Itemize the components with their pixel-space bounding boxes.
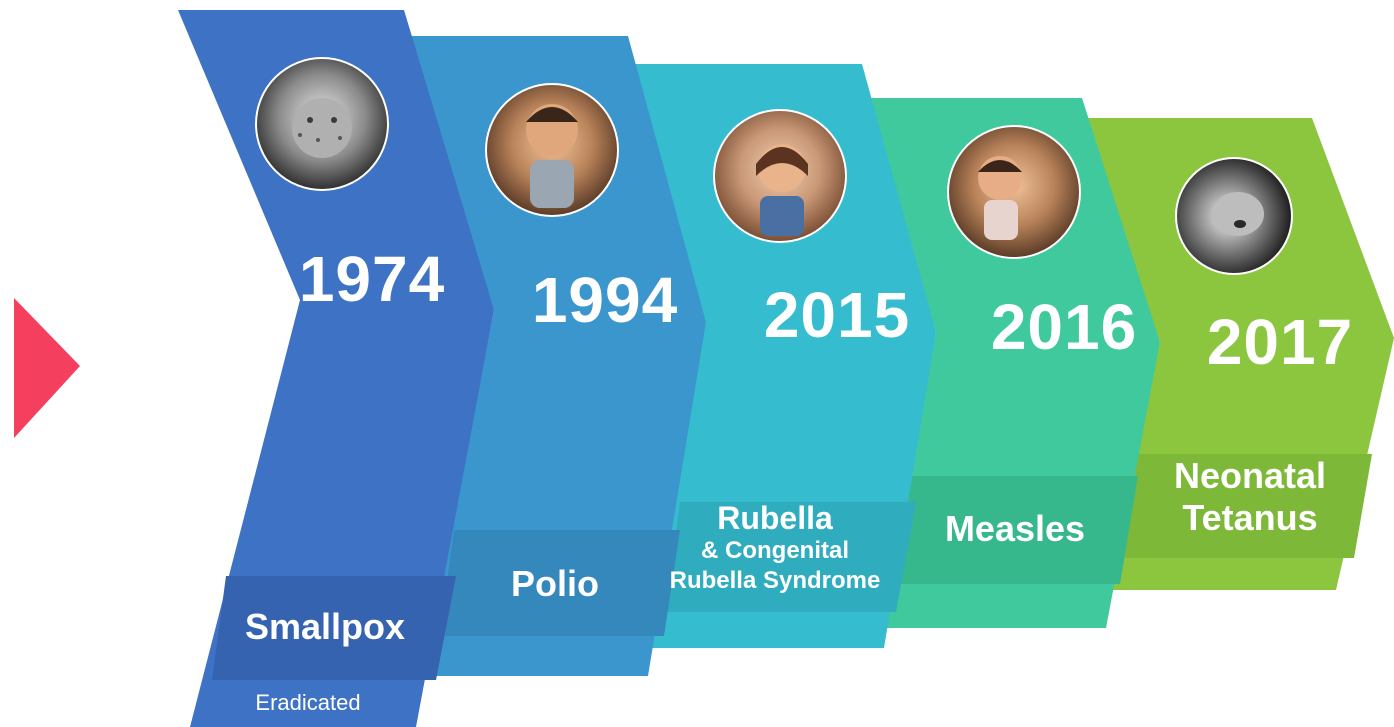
newborn-tetanus-photo [1175, 157, 1293, 275]
disease-rubella-label: Rubella & Congenital Rubella Syndrome [655, 500, 895, 596]
child-polio-photo [485, 83, 619, 217]
child-smallpox-photo [255, 57, 389, 191]
year-1974-label: 1974 [298, 243, 446, 315]
chevron-1974 [178, 10, 494, 727]
eradicated-caption: Eradicated [255, 690, 361, 715]
disease-rubella-line3: Rubella Syndrome [669, 567, 881, 594]
year-2016-label: 2016 [990, 291, 1138, 363]
disease-smallpox-label: Smallpox [244, 606, 406, 647]
disease-rubella-line2: & Congenital [701, 537, 849, 564]
disease-polio-label: Polio [511, 563, 599, 604]
year-2015-label: 2015 [763, 279, 911, 351]
child-measles-photo [947, 125, 1081, 259]
chevron-2017 [1082, 118, 1394, 590]
pointer-arrow-icon [14, 298, 80, 438]
year-2017-label: 2017 [1206, 306, 1354, 378]
chevron-2016 [862, 98, 1160, 628]
disease-measles-label: Measles [944, 508, 1086, 549]
year-1994-label: 1994 [531, 264, 679, 336]
disease-neonatal-line2: Tetanus [1182, 497, 1318, 538]
chevron-1994 [404, 36, 706, 676]
disease-rubella-line1: Rubella [717, 500, 833, 536]
chevron-2015 [628, 64, 936, 648]
disease-neonatal-tetanus-label: Neonatal Tetanus [1140, 455, 1360, 539]
child-rubella-photo [713, 109, 847, 243]
disease-neonatal-line1: Neonatal [1173, 455, 1327, 496]
